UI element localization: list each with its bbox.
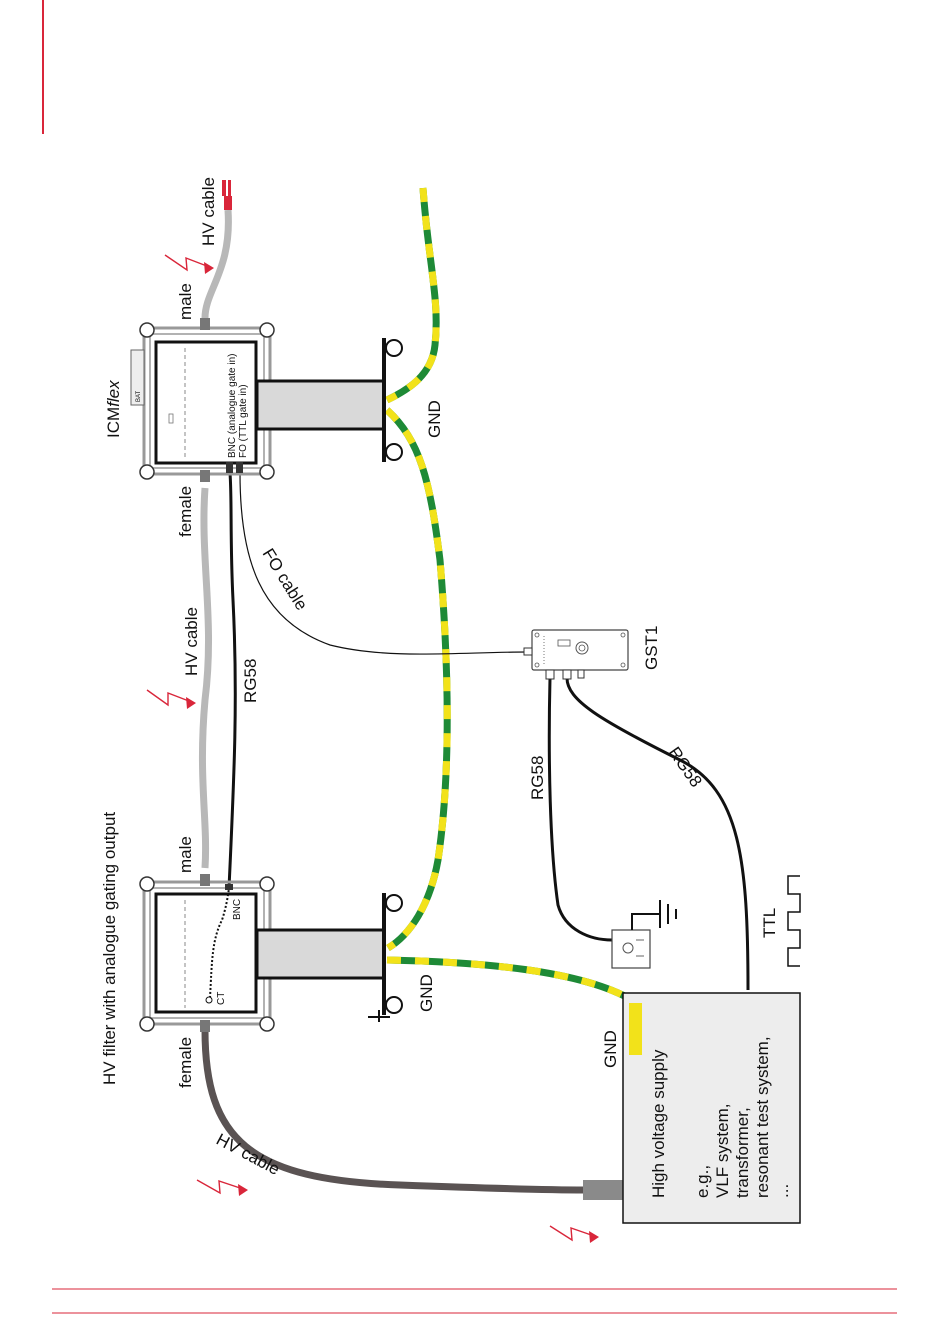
earth-symbol — [632, 900, 676, 930]
gst1-device — [524, 630, 628, 679]
label-fo-ttl-gate-in: FO (TTL gate in) — [238, 384, 249, 458]
hv-filter-gnd-foot-top — [386, 895, 402, 911]
icmflex-unit — [131, 318, 274, 482]
label-rg58-gst-a: RG58 — [528, 756, 547, 800]
hv-cable-top-tip — [222, 180, 226, 196]
label-hv-cable-mid: HV cable — [182, 607, 201, 676]
hvs-title: High voltage supply — [649, 1049, 668, 1198]
icmflex-suffix: flex — [104, 380, 123, 407]
rg58-gst-to-hvs — [567, 678, 748, 990]
gnd-cable-link — [387, 410, 447, 948]
lightning-icon — [165, 255, 214, 274]
hv-filter-title: HV filter with analogue gating output — [100, 812, 119, 1085]
gnd-cable-icm — [387, 188, 436, 400]
label-rg58-gst-b: RG58 — [665, 743, 706, 790]
lightning-icon — [197, 1180, 248, 1196]
label-male-filter: male — [176, 836, 195, 873]
hvs-example-2: VLF system, — [713, 1104, 732, 1198]
hvs-example-1: e.g., — [693, 1165, 712, 1198]
bnc-connector-box — [612, 930, 650, 968]
icmflex-prefix: ICM — [104, 407, 123, 438]
label-male-icm: male — [176, 283, 195, 320]
hvs-example-4: resonant test system, — [753, 1036, 772, 1198]
hv-cable-mid — [202, 488, 208, 868]
label-ct: CT — [216, 992, 227, 1005]
label-ttl: TTL — [760, 908, 779, 938]
label-hv-cable-bottom: HV cable — [213, 1130, 283, 1179]
hvs-example-5: ... — [773, 1184, 792, 1198]
hv-cable-top-end — [224, 196, 232, 210]
icmflex-gnd-foot-top — [386, 340, 402, 356]
label-bnc: BNC — [232, 899, 243, 920]
label-hv-cable-top: HV cable — [199, 177, 218, 246]
icmflex-gnd-housing — [257, 381, 384, 429]
icmflex-gnd-foot-bottom — [386, 444, 402, 460]
label-bat: BAT — [136, 390, 142, 402]
label-gnd-hvs: GND — [601, 1030, 620, 1068]
hv-cable-plug — [583, 1180, 623, 1200]
label-gnd-filter: GND — [417, 974, 436, 1012]
label-gnd-icm: GND — [425, 400, 444, 438]
lightning-icon — [550, 1226, 599, 1243]
label-fo-cable: FO cable — [259, 545, 312, 614]
hv-filter-gnd-foot-bottom — [386, 997, 402, 1013]
label-bnc-analogue-gate-in: BNC (analogue gate in) — [227, 353, 238, 458]
label-female-filter: female — [176, 1037, 195, 1088]
hvs-gnd-terminal — [629, 1003, 642, 1055]
hv-filter-gnd-housing — [257, 930, 384, 978]
hvs-example-3: transformer, — [733, 1107, 752, 1198]
hv-cable-top-tip-b — [228, 180, 231, 196]
label-icmflex: ICMflex — [104, 380, 123, 438]
label-gst1: GST1 — [642, 626, 661, 670]
label-rg58-mid: RG58 — [241, 659, 260, 703]
ttl-waveform — [788, 876, 800, 966]
label-female-icm: female — [176, 486, 195, 537]
hv-filter — [140, 874, 274, 1032]
rg58-filter-to-icm — [229, 473, 235, 888]
lightning-icon — [147, 690, 196, 709]
